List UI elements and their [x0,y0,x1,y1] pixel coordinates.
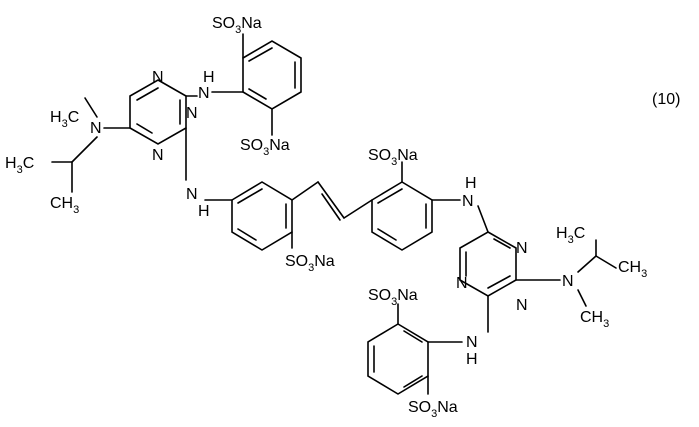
left-isopropyl-methyl-bottom: CH3 [50,195,79,216]
left-amine-n: N [90,120,102,137]
right-triazine-ring [460,232,516,296]
lower-aniline-nh-h: H [466,351,478,368]
right-stilbene-nh-n: N [462,193,474,210]
so3na-stilbene-left: SO3Na [285,253,335,274]
left-stilbene-ring [232,182,292,250]
left-triazine-n-right: N [186,105,198,122]
right-n-methyl: CH3 [580,309,609,330]
left-triazine-n-top: N [152,69,164,86]
right-isopropyl-methyl-left: H3C [556,225,585,246]
so3na-top: SO3Na [212,15,262,36]
right-isopropyl-methyl-right: CH3 [618,259,647,280]
upper-aniline-ring [243,41,301,109]
left-triazine-n-bottom: N [152,147,164,164]
right-triazine-n-left: N [456,275,468,292]
right-stilbene-ring [372,182,432,250]
right-amine-n: N [562,273,574,290]
left-stilbene-nh-n: N [186,186,198,203]
right-stilbene-nh-h: H [465,175,477,192]
lower-aniline-nh-n: N [466,334,478,351]
left-stilbene-nh-h: H [198,203,210,220]
left-n-methyl: H3C [50,109,79,130]
so3na-lower-ring1: SO3Na [368,287,418,308]
right-triazine-n-bottom: N [516,297,528,314]
upper-aniline-n: N [198,85,210,102]
equation-number: (10) [652,91,680,108]
upper-aniline-h: H [203,69,215,86]
left-isopropyl-methyl-top: H3C [5,155,34,176]
so3na-upper-ring2: SO3Na [240,137,290,158]
right-triazine-n-top: N [516,240,528,257]
lower-aniline-ring [368,324,428,394]
so3na-bottom: SO3Na [408,399,458,420]
so3na-stilbene-right: SO3Na [368,147,418,168]
